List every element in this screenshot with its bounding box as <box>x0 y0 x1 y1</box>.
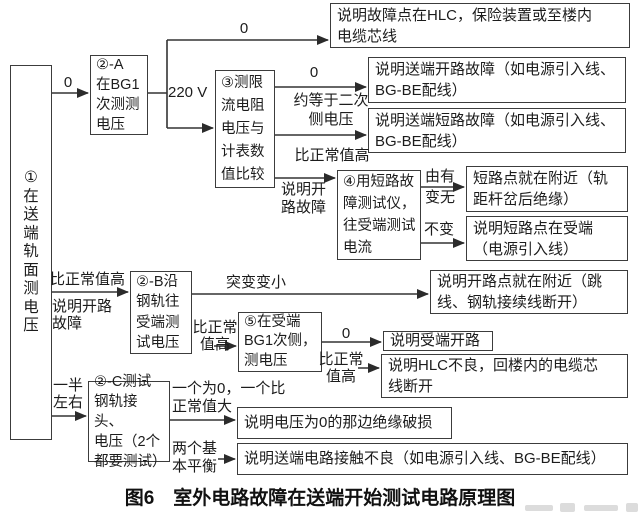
result-open-point-nearby: 说明开路点就在附近（跳 线、钢轨接续线断开） <box>430 270 628 314</box>
cropped-content-artifact <box>626 503 638 512</box>
node-1-text: ① 在 送 端 轨 面 测 电 压 <box>23 169 39 335</box>
result-send-short-fault: 说明送端短路故障（如电源引入线、 BG-BE配线） <box>368 108 626 153</box>
label-about-half: 一半 左右 <box>53 377 84 411</box>
result-send-open-fault: 说明送端开路故障（如电源引入线、 BG-BE配线） <box>368 57 626 103</box>
result-short-point-at-recv: 说明短路点在受端 （电源引入线） <box>466 216 628 261</box>
node-3-compare-resistor-voltage: ③测限 流电阻 电压与 计表数 值比较 <box>215 70 275 188</box>
result-short-recv-text: 说明短路点在受端 （电源引入线） <box>473 219 594 258</box>
label-no-change: 不变 <box>424 221 455 238</box>
label-approx-secondary-voltage: 约等于二次 侧电压 <box>293 92 369 128</box>
result-recv-open-text: 说明受端开路 <box>390 332 481 349</box>
label-zero-2: 0 <box>239 20 249 37</box>
label-higher-than-normal-1: 比正常值高 <box>294 147 370 164</box>
label-two-balanced: 两个基 本平衡 <box>172 440 218 475</box>
result-send-short-text: 说明送端短路故障（如电源引入线、 BG-BE配线） <box>375 111 616 150</box>
label-open-circuit-fault-mid: 说明开 路故障 <box>281 181 327 216</box>
node-1-measure-send-rail-voltage: ① 在 送 端 轨 面 测 电 压 <box>10 65 52 440</box>
cropped-content-artifact <box>584 505 618 511</box>
result-hlc-bad-text: 说明HLC不良，回楼内的电缆芯 线断开 <box>388 357 599 395</box>
node-5-text: ⑤在受端 BG1次侧， 测电压 <box>244 313 317 369</box>
figure-caption: 图6 室外电路故障在送端开始测试电路原理图 <box>124 488 516 509</box>
node-2c-text: ②-C测试 钢轨接头、 电压（2个 都要测试） <box>94 373 167 470</box>
result-insulation-damaged: 说明电压为0的那边绝缘破损 <box>237 407 452 439</box>
label-higher-than-normal-3: 比正常 值高 <box>318 351 364 385</box>
node-3-text: ③测限 流电阻 电压与 计表数 值比较 <box>221 74 265 183</box>
node-2a-measure-bg1-voltage: ②-A 在BG1 次测测 电压 <box>90 55 148 135</box>
cropped-content-artifact <box>560 503 575 512</box>
result-send-open-text: 说明送端开路故障（如电源引入线、 BG-BE配线） <box>375 61 616 99</box>
cropped-content-artifact <box>525 505 553 511</box>
label-higher-than-normal-0: 比正常值高 <box>50 271 126 288</box>
result-insulation-text: 说明电压为0的那边绝缘破损 <box>244 414 433 431</box>
label-zero-3: 0 <box>309 64 319 81</box>
result-short-nearby-text: 短路点就在附近（轨 距杆岔后绝缘） <box>473 170 609 208</box>
result-fault-at-hlc-text: 说明故障点在HLC，保险装置或至楼内 电缆芯线 <box>337 6 593 45</box>
label-from-present-to-none: 由有 变无 <box>424 168 455 206</box>
result-fault-at-hlc: 说明故障点在HLC，保险装置或至楼内 电缆芯线 <box>330 3 630 48</box>
result-recv-open: 说明受端开路 <box>383 331 493 351</box>
label-higher-than-normal-2: 比正常 值高 <box>192 319 238 353</box>
node-2b-measure-along-rail: ②-B沿 钢轨往 受端测 试电压 <box>130 271 192 354</box>
result-open-nearby-text: 说明开路点就在附近（跳 线、钢轨接续线断开） <box>437 273 603 311</box>
label-open-circuit-fault-left: 说明开路 故障 <box>52 298 113 332</box>
node-5-measure-recv-bg1: ⑤在受端 BG1次侧， 测电压 <box>238 312 322 372</box>
node-2b-text: ②-B沿 钢轨往 受端测 试电压 <box>136 273 180 352</box>
result-short-point-nearby: 短路点就在附近（轨 距杆岔后绝缘） <box>466 166 628 212</box>
result-hlc-bad: 说明HLC不良，回楼内的电缆芯 线断开 <box>381 354 628 398</box>
node-4-short-fault-tester: ④用短路故 障测试仪， 往受端测试 电流 <box>337 170 421 260</box>
label-sudden-decrease: 突变变小 <box>226 274 287 291</box>
node-2c-measure-rail-joints: ②-C测试 钢轨接头、 电压（2个 都要测试） <box>88 374 170 470</box>
result-contact-bad-text: 说明送端电路接触不良（如电源引入线、BG-BE配线） <box>244 450 606 467</box>
label-zero-1: 0 <box>63 74 73 91</box>
node-4-text: ④用短路故 障测试仪， 往受端测试 电流 <box>343 174 416 256</box>
result-send-contact-bad: 说明送端电路接触不良（如电源引入线、BG-BE配线） <box>237 443 628 475</box>
node-2a-text: ②-A 在BG1 次测测 电压 <box>96 57 140 133</box>
label-one-zero-one-big: 一个为0，一个比 正常值大 <box>172 380 286 415</box>
label-220v: 220 V <box>168 84 208 101</box>
label-zero-5: 0 <box>341 325 351 342</box>
